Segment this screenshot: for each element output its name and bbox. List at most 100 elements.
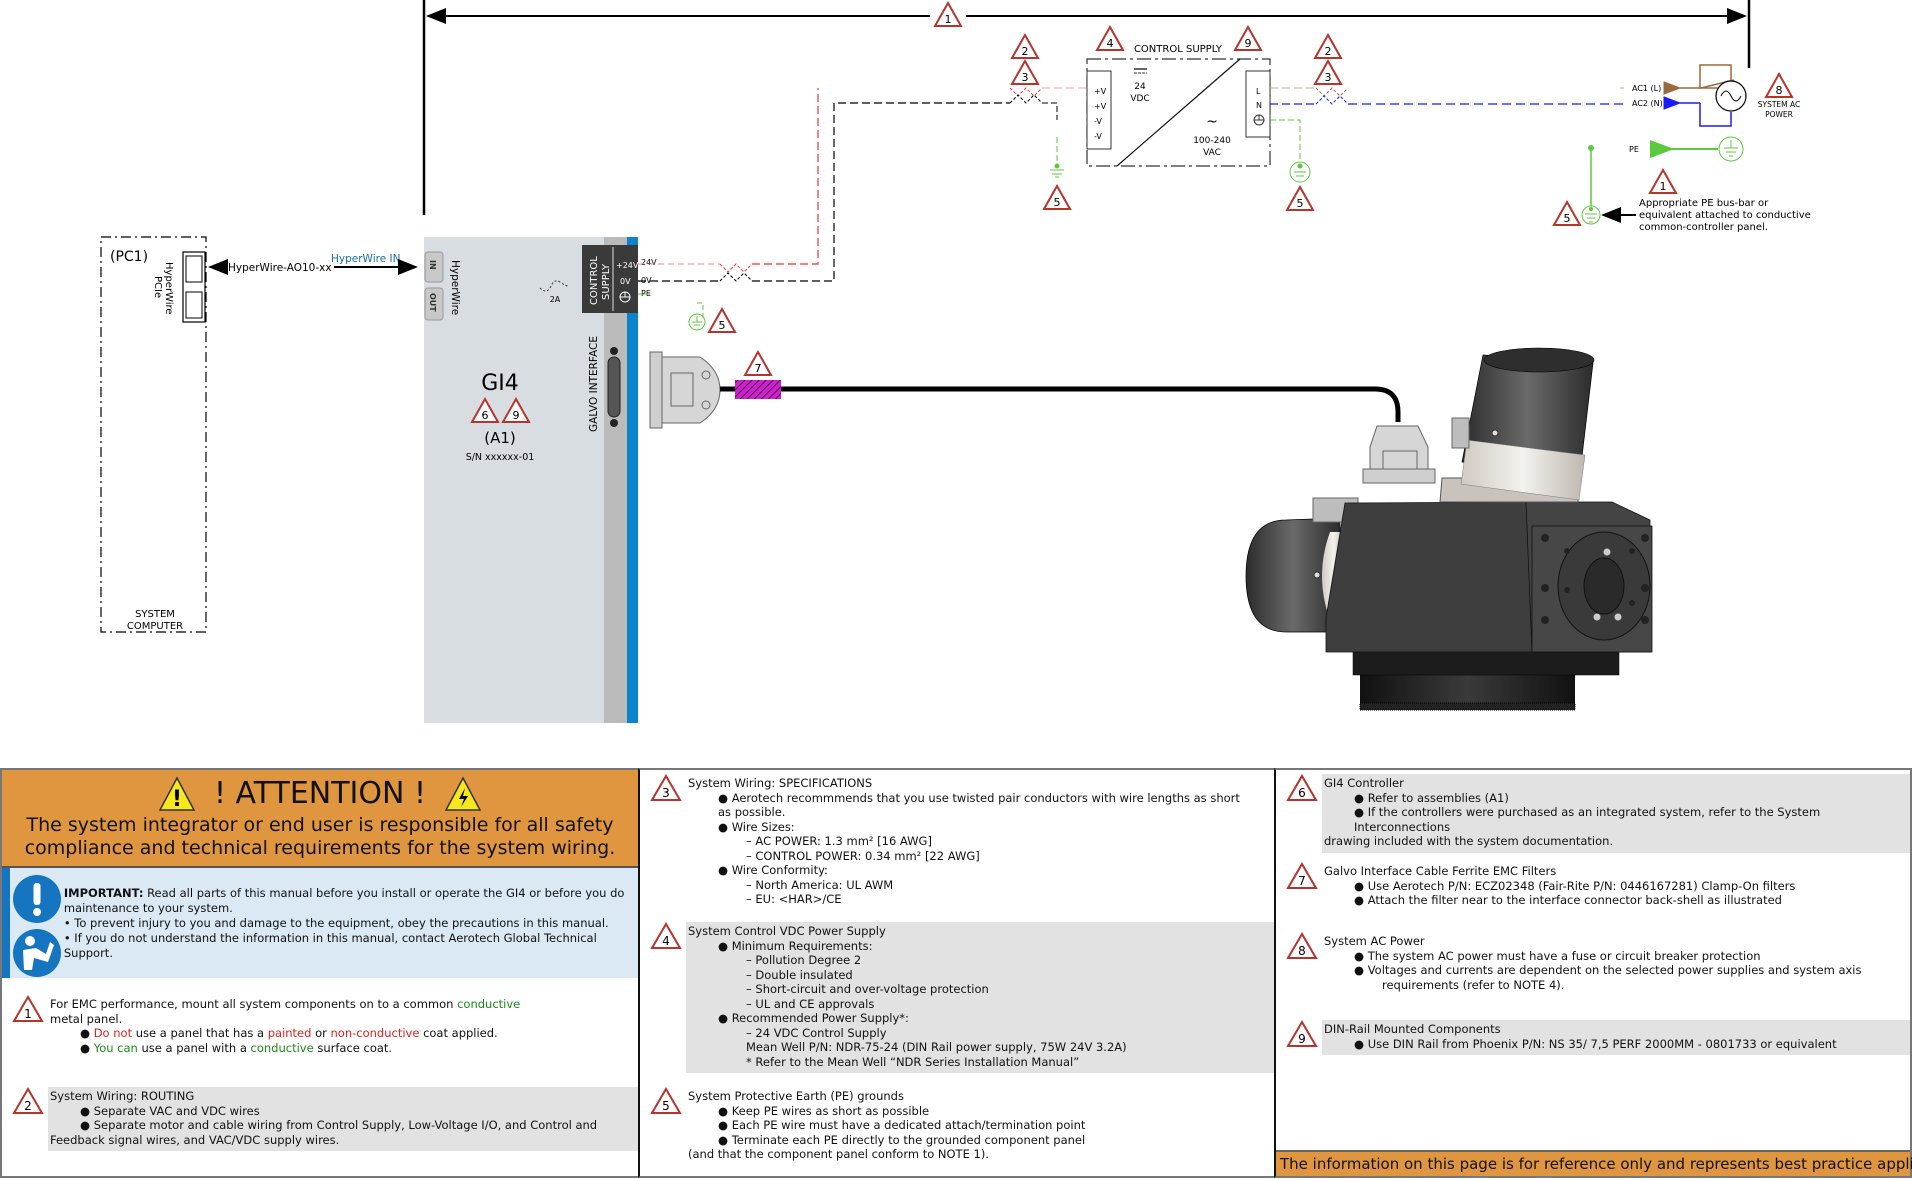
attention-banner: ! ! ATTENTION ! The system integrator or… <box>2 770 638 868</box>
svg-text:!: ! <box>172 787 182 812</box>
warning-triangle-note: 5 <box>1552 199 1582 226</box>
dimension-line <box>422 0 1751 215</box>
ground-icon <box>1050 163 1064 178</box>
warning-triangle-note: 9 <box>501 396 531 423</box>
svg-text:3: 3 <box>662 786 670 800</box>
ac-power-wires <box>1270 87 1624 160</box>
svg-text:2: 2 <box>1022 45 1029 58</box>
system-computer-ref: (PC1) <box>110 249 148 265</box>
ac-rating-unit: VAC <box>1203 148 1221 158</box>
ac-source-icon <box>1715 80 1747 112</box>
note-1: 1 For EMC performance, mount all system … <box>2 995 638 1059</box>
svg-text:4: 4 <box>662 934 670 948</box>
svg-text:5: 5 <box>1564 212 1571 225</box>
warning-triangle-note: 5 <box>650 1087 682 1114</box>
important-box: IMPORTANT: Read all parts of this manual… <box>2 868 638 978</box>
warning-triangle-note: 6 <box>470 396 500 423</box>
warning-triangle-note: 4 <box>650 922 682 949</box>
note-6: 6 GI4 Controller ● Refer to assemblies (… <box>1276 774 1910 853</box>
warning-triangle-note: 5 <box>1285 184 1315 211</box>
galvo-interface-port[interactable] <box>607 347 621 427</box>
hyperwire-in-port[interactable] <box>424 251 444 283</box>
dc-pin: +V <box>1094 102 1107 111</box>
warning-triangle-note: 1 <box>933 0 963 27</box>
hyperwire-pcie-ports[interactable] <box>182 251 206 323</box>
note-8: 8 System AC Power ● The system AC power … <box>1276 932 1910 996</box>
warning-triangle-note: 2 <box>1010 32 1040 59</box>
svg-text:8: 8 <box>1298 944 1306 958</box>
electrical-hazard-icon <box>444 776 482 811</box>
dc-rating: 24 <box>1134 82 1146 92</box>
warning-triangle-note: 9 <box>1286 1020 1318 1047</box>
hyperwire-cable-label: HyperWire-AO10-xx <box>228 262 332 274</box>
warning-triangle-note: 1 <box>1648 167 1678 194</box>
system-computer-label-2: COMPUTER <box>127 621 183 632</box>
attention-text-1: The system integrator or end user is res… <box>26 814 614 836</box>
warning-triangle-note: 7 <box>1286 862 1318 889</box>
svg-text:1: 1 <box>24 1007 32 1021</box>
svg-text:9: 9 <box>513 409 520 422</box>
ac-symbol: ~ <box>1206 114 1218 130</box>
pin-0v: 0V <box>620 277 631 286</box>
ferrite-filter <box>735 380 781 399</box>
gi4-control-supply-label: CONTROL <box>589 256 600 305</box>
hyperwire-out-port[interactable] <box>424 287 444 321</box>
svg-text:3: 3 <box>1325 71 1332 84</box>
important-paragraph: IMPORTANT: Read all parts of this manual… <box>63 886 625 915</box>
svg-text:2: 2 <box>1325 45 1332 58</box>
svg-text:9: 9 <box>1245 37 1252 50</box>
note-9: 9 DIN-Rail Mounted Components ● Use DIN … <box>1276 1020 1910 1055</box>
warning-triangle-note: 5 <box>1042 183 1072 210</box>
system-computer-outline <box>100 236 207 633</box>
svg-text:4: 4 <box>1107 37 1114 50</box>
svg-text:5: 5 <box>662 1099 670 1113</box>
important-bullet: • If you do not understand the informati… <box>63 931 597 960</box>
hyperwire-in-port-label: IN <box>428 260 437 270</box>
svg-text:8: 8 <box>1776 84 1783 97</box>
reference-footer: The information on this page is for refe… <box>1276 1150 1912 1176</box>
warning-triangle-note: 4 <box>1095 24 1125 51</box>
pin-ground-icon <box>619 291 631 303</box>
wiring-diagram: 1 (PC1) HyperWire PCIe SYSTEM COMPUTER H… <box>100 0 1811 723</box>
gi4-hyperwire-label: HyperWire <box>449 260 461 315</box>
svg-text:5: 5 <box>719 319 726 332</box>
dc-pin: +V <box>1094 87 1107 96</box>
svg-text:6: 6 <box>482 409 489 422</box>
warning-triangle-note: 1 <box>12 995 44 1022</box>
svg-text:2: 2 <box>24 1099 32 1113</box>
warning-triangle-note: 3 <box>1010 58 1040 85</box>
warning-triangle-note: 5 <box>707 306 737 333</box>
warning-triangle-note: 2 <box>12 1087 44 1114</box>
gi4-controller <box>424 237 638 723</box>
gi4-control-supply-connector[interactable] <box>582 245 638 313</box>
ground-icon <box>1253 114 1265 126</box>
note-5: 5 System Protective Earth (PE) grounds ●… <box>640 1087 1274 1166</box>
hyperwire-in-label: HyperWire IN <box>331 253 400 265</box>
warning-triangle-note: 2 <box>1313 32 1343 59</box>
hyperwire-out-port-label: OUT <box>428 293 437 312</box>
notes-panel-right: 6 GI4 Controller ● Refer to assemblies (… <box>1274 768 1912 1178</box>
svg-text:3: 3 <box>1022 71 1029 84</box>
svg-text:6: 6 <box>1298 786 1306 800</box>
control-supply-title: CONTROL SUPPLY <box>1134 44 1223 55</box>
wire-0v-label: 0V <box>641 276 652 285</box>
dc-pin: -V <box>1094 132 1102 141</box>
note-4: 4 System Control VDC Power Supply ● Mini… <box>640 922 1274 1073</box>
svg-text:7: 7 <box>1298 874 1306 888</box>
system-computer-label: SYSTEM <box>135 609 175 620</box>
ac2-label: AC2 (N) <box>1632 99 1663 108</box>
ground-icon <box>1718 136 1744 162</box>
galvo-cable <box>720 386 1401 422</box>
dc-rating-unit: VDC <box>1130 94 1149 104</box>
wire-24v-label: 24V <box>641 258 657 267</box>
galvo-dsub-connector[interactable] <box>649 351 721 429</box>
note-3: 3 System Wiring: SPECIFICATIONS ● Aerote… <box>640 774 1274 911</box>
svg-text:1: 1 <box>945 13 952 26</box>
gi4-control-supply-label-2: SUPPLY <box>601 263 612 300</box>
ground-icon <box>688 313 706 331</box>
pe-bus-note-text-2: equivalent attached to conductive <box>1639 210 1811 221</box>
svg-text:1: 1 <box>1660 180 1667 193</box>
ac-pin: N <box>1256 101 1262 110</box>
pe-busbar-ground-icon <box>1581 205 1601 225</box>
pin-24v: +24V <box>616 261 639 270</box>
